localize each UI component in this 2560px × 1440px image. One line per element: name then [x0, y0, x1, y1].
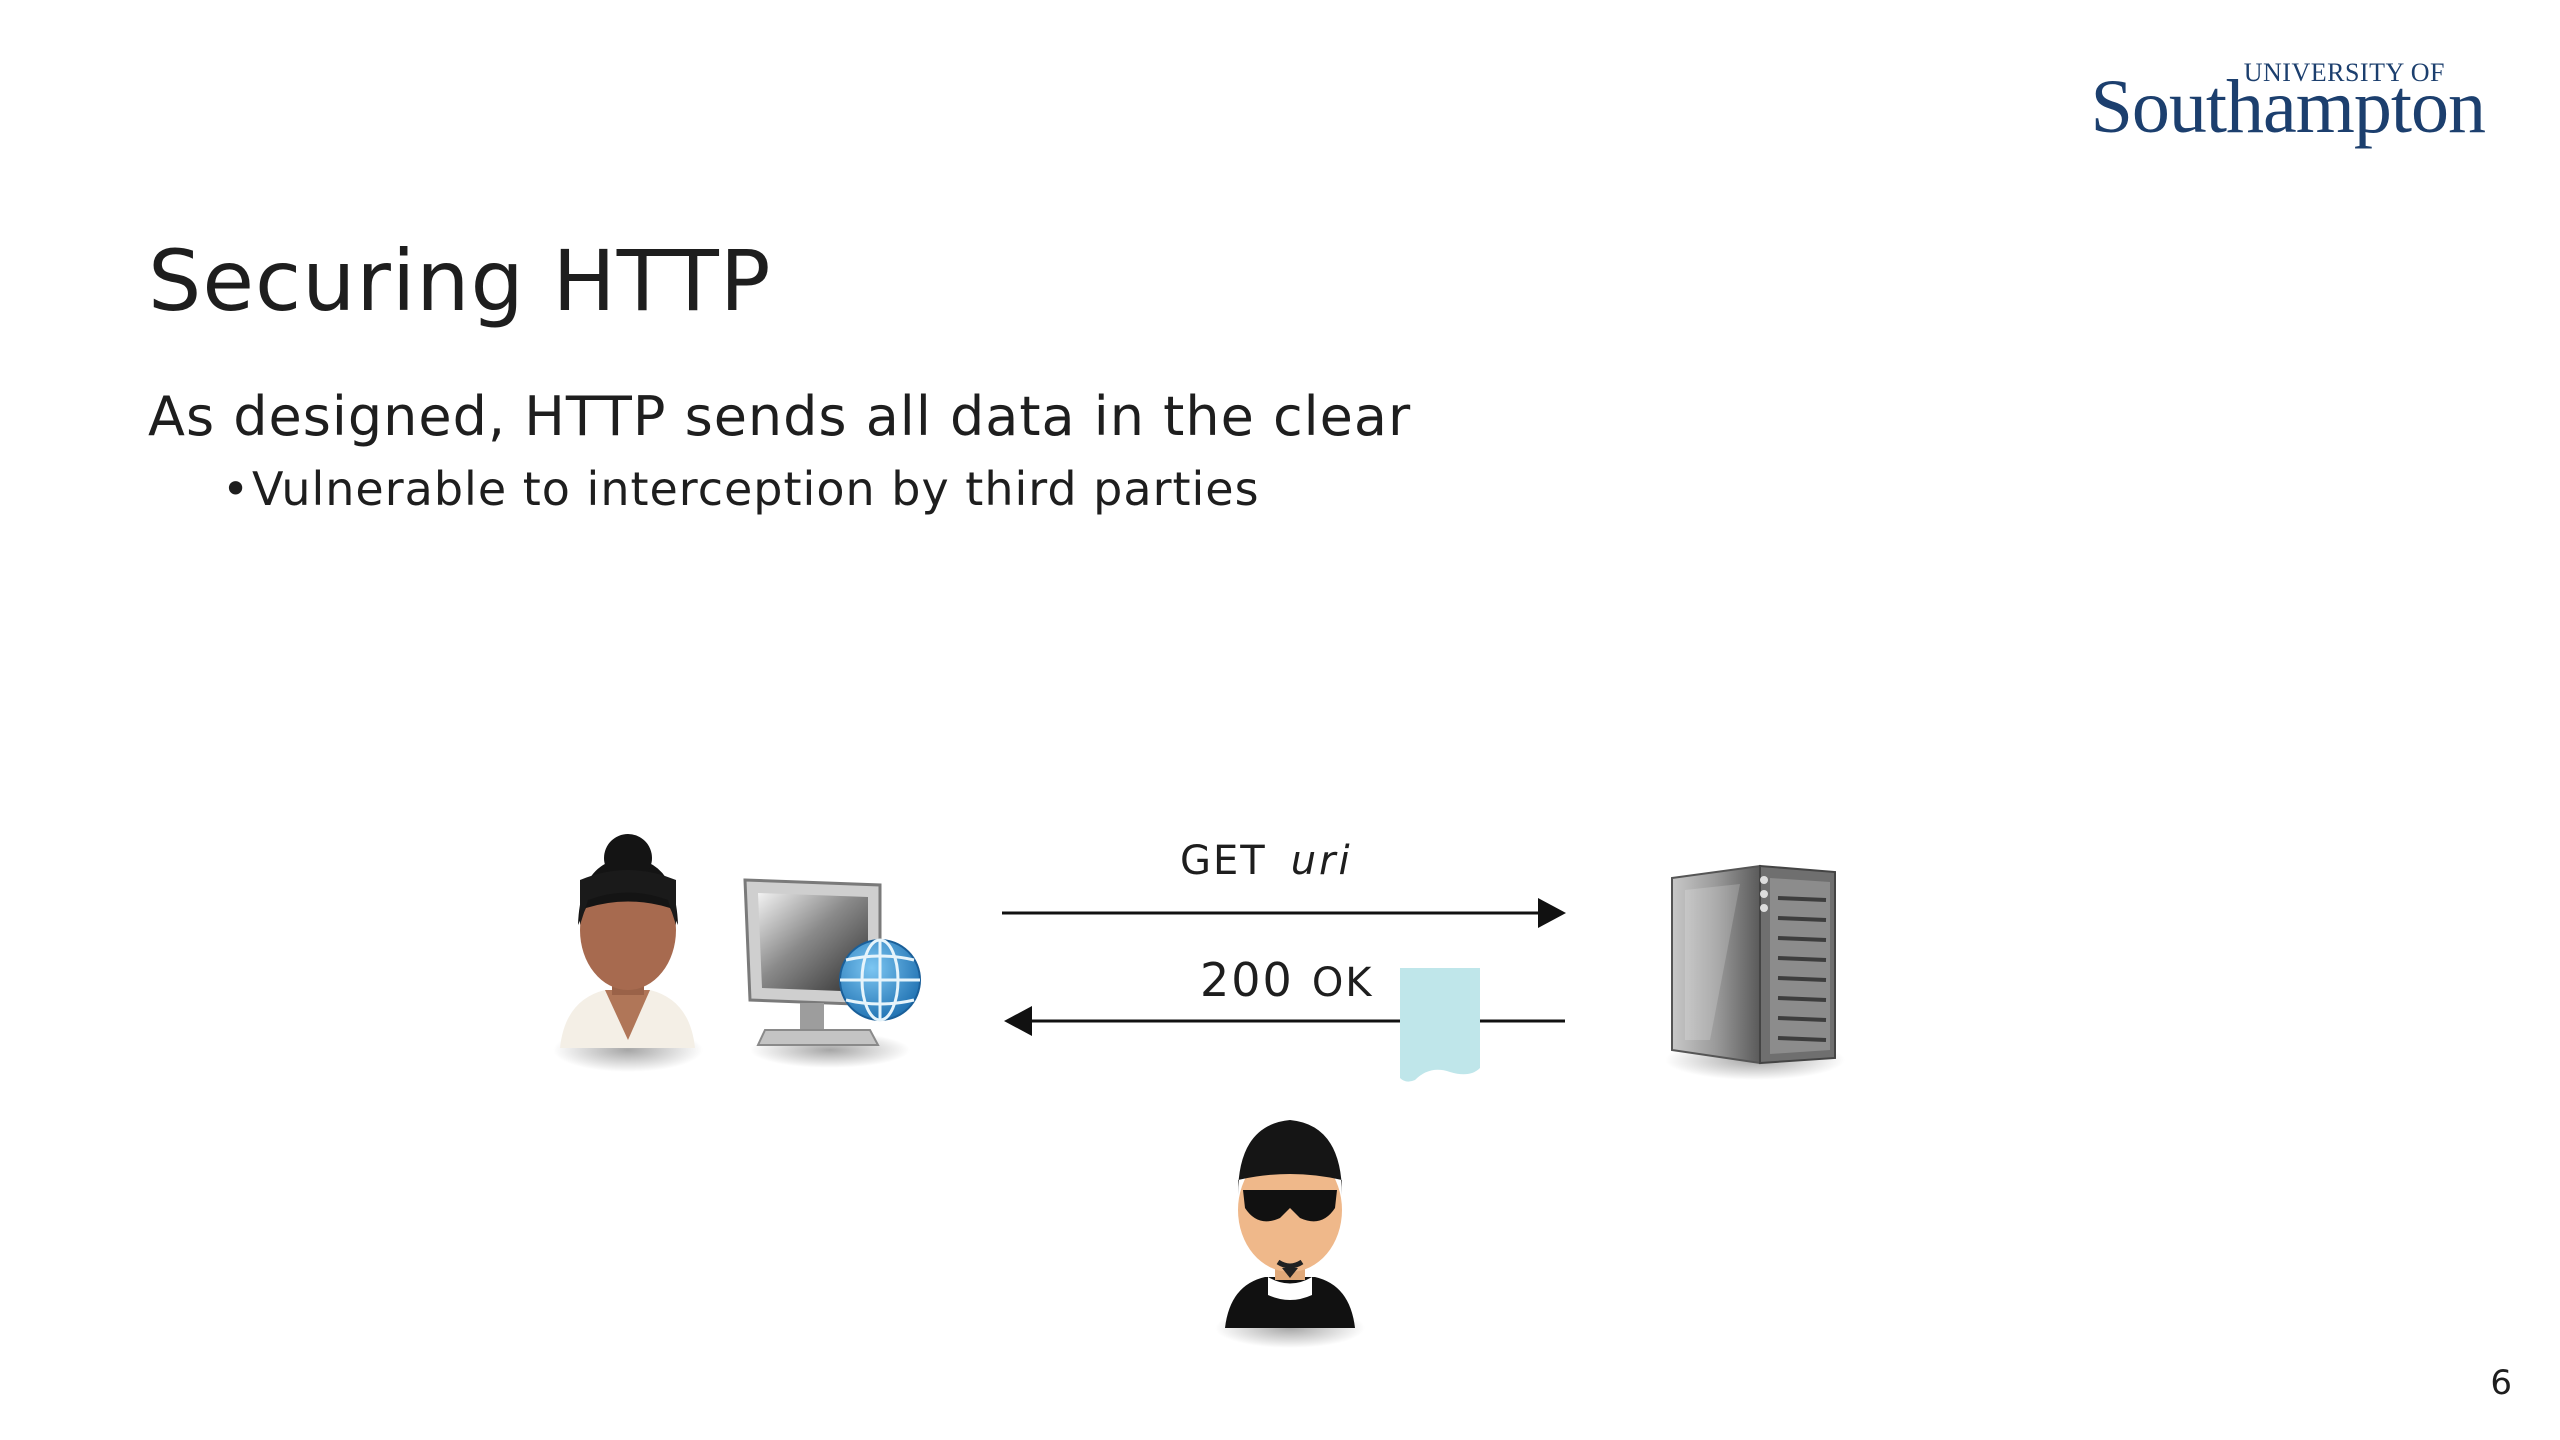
globe-icon — [839, 938, 921, 1022]
request-arrow — [1002, 898, 1566, 928]
logo-big-text: Southampton — [2090, 65, 2486, 149]
response-reason: OK — [1311, 960, 1374, 1006]
slide-title: Securing HTTP — [148, 232, 772, 330]
response-arrow — [1004, 1006, 1565, 1036]
server-icon — [1665, 864, 1845, 1080]
request-method: GET — [1180, 838, 1267, 884]
bullet-sub: •Vulnerable to interception by third par… — [222, 462, 1260, 516]
bullet-dot-icon: • — [222, 462, 251, 516]
request-target: uri — [1290, 838, 1353, 884]
document-icon — [1400, 968, 1480, 1082]
eavesdropper-icon — [1215, 1120, 1365, 1348]
response-label: 200 OK — [1200, 953, 1374, 1007]
bullet-main: As designed, HTTP sends all data in the … — [148, 385, 1412, 448]
university-logo: UNIVERSITY OF Southampton — [2085, 58, 2486, 149]
request-label: GET uri — [1180, 838, 1353, 884]
logo-small-text: UNIVERSITY OF — [2243, 58, 2445, 87]
page-number: 6 — [2490, 1363, 2512, 1403]
user-icon — [553, 834, 703, 1072]
bullet-sub-text: Vulnerable to interception by third part… — [252, 462, 1260, 516]
response-status: 200 — [1200, 953, 1294, 1007]
